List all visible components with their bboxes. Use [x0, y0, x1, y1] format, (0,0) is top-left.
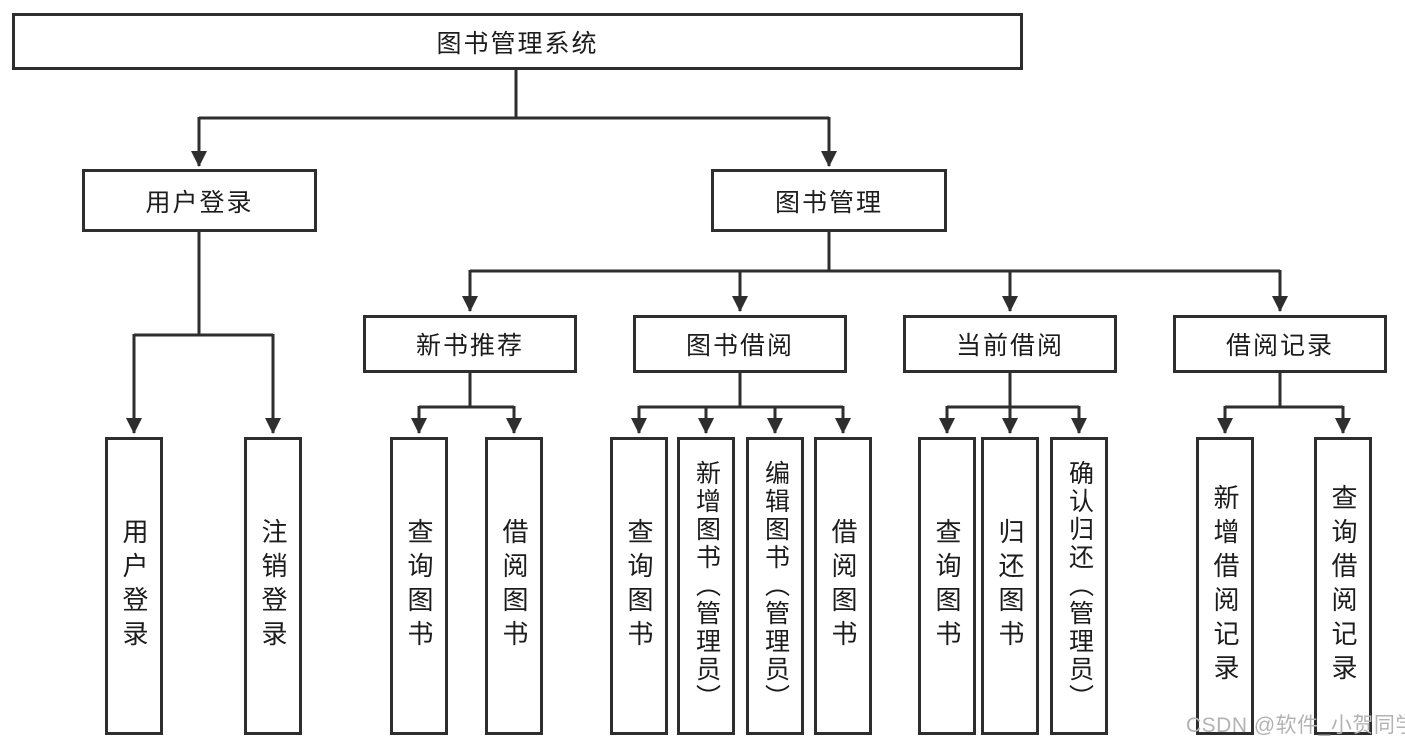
- node-user-login-leaf-label: 用户登录: [119, 518, 149, 654]
- node-bb-edit-book-admin: 编辑图书（管理员）: [746, 437, 804, 735]
- node-br-query-record-label: 查询借阅记录: [1328, 484, 1358, 688]
- node-book-management-label: 图书管理: [774, 188, 883, 217]
- node-nb-query-book-label: 查询图书: [404, 518, 434, 654]
- node-bb-edit-book-admin-label: 编辑图书（管理员）: [761, 460, 790, 712]
- node-br-add-record-label: 新增借阅记录: [1210, 484, 1240, 688]
- node-cb-query-book-label: 查询图书: [932, 518, 962, 654]
- node-user-login: 用户登录: [82, 169, 317, 232]
- node-logout-leaf: 注销登录: [244, 437, 302, 735]
- node-cb-confirm-return-admin: 确认归还（管理员）: [1050, 437, 1108, 735]
- node-new-book-recommend: 新书推荐: [363, 315, 577, 373]
- node-book-management: 图书管理: [711, 169, 947, 232]
- node-cb-confirm-return-admin-label: 确认归还（管理员）: [1065, 460, 1094, 712]
- node-borrow-record: 借阅记录: [1173, 315, 1387, 373]
- node-book-borrow: 图书借阅: [633, 315, 847, 373]
- node-nb-query-book: 查询图书: [390, 437, 448, 735]
- node-nb-borrow-book-label: 借阅图书: [499, 518, 529, 654]
- node-bb-add-book-admin-label: 新增图书（管理员）: [692, 460, 721, 712]
- node-cb-return-book: 归还图书: [981, 437, 1039, 735]
- node-cb-return-book-label: 归还图书: [995, 518, 1025, 654]
- node-borrow-record-label: 借阅记录: [1225, 332, 1334, 360]
- node-user-login-label: 用户登录: [145, 188, 254, 217]
- node-bb-query-book-label: 查询图书: [624, 518, 654, 654]
- node-br-query-record: 查询借阅记录: [1314, 437, 1372, 735]
- csdn-watermark: CSDN @软件_小贺同学: [1186, 714, 1405, 737]
- node-current-borrow-label: 当前借阅: [955, 332, 1064, 360]
- node-bb-borrow-book-label: 借阅图书: [828, 518, 858, 654]
- node-new-book-recommend-label: 新书推荐: [415, 332, 524, 360]
- node-bb-borrow-book: 借阅图书: [814, 437, 872, 735]
- node-cb-query-book: 查询图书: [918, 437, 976, 735]
- node-root: 图书管理系统: [12, 13, 1023, 70]
- node-root-label: 图书管理系统: [436, 29, 599, 58]
- node-user-login-leaf: 用户登录: [105, 437, 163, 735]
- node-bb-query-book: 查询图书: [610, 437, 668, 735]
- node-nb-borrow-book: 借阅图书: [485, 437, 543, 735]
- node-br-add-record: 新增借阅记录: [1196, 437, 1254, 735]
- node-current-borrow: 当前借阅: [903, 315, 1117, 373]
- node-bb-add-book-admin: 新增图书（管理员）: [677, 437, 735, 735]
- node-book-borrow-label: 图书借阅: [685, 332, 794, 360]
- node-logout-leaf-label: 注销登录: [258, 518, 288, 654]
